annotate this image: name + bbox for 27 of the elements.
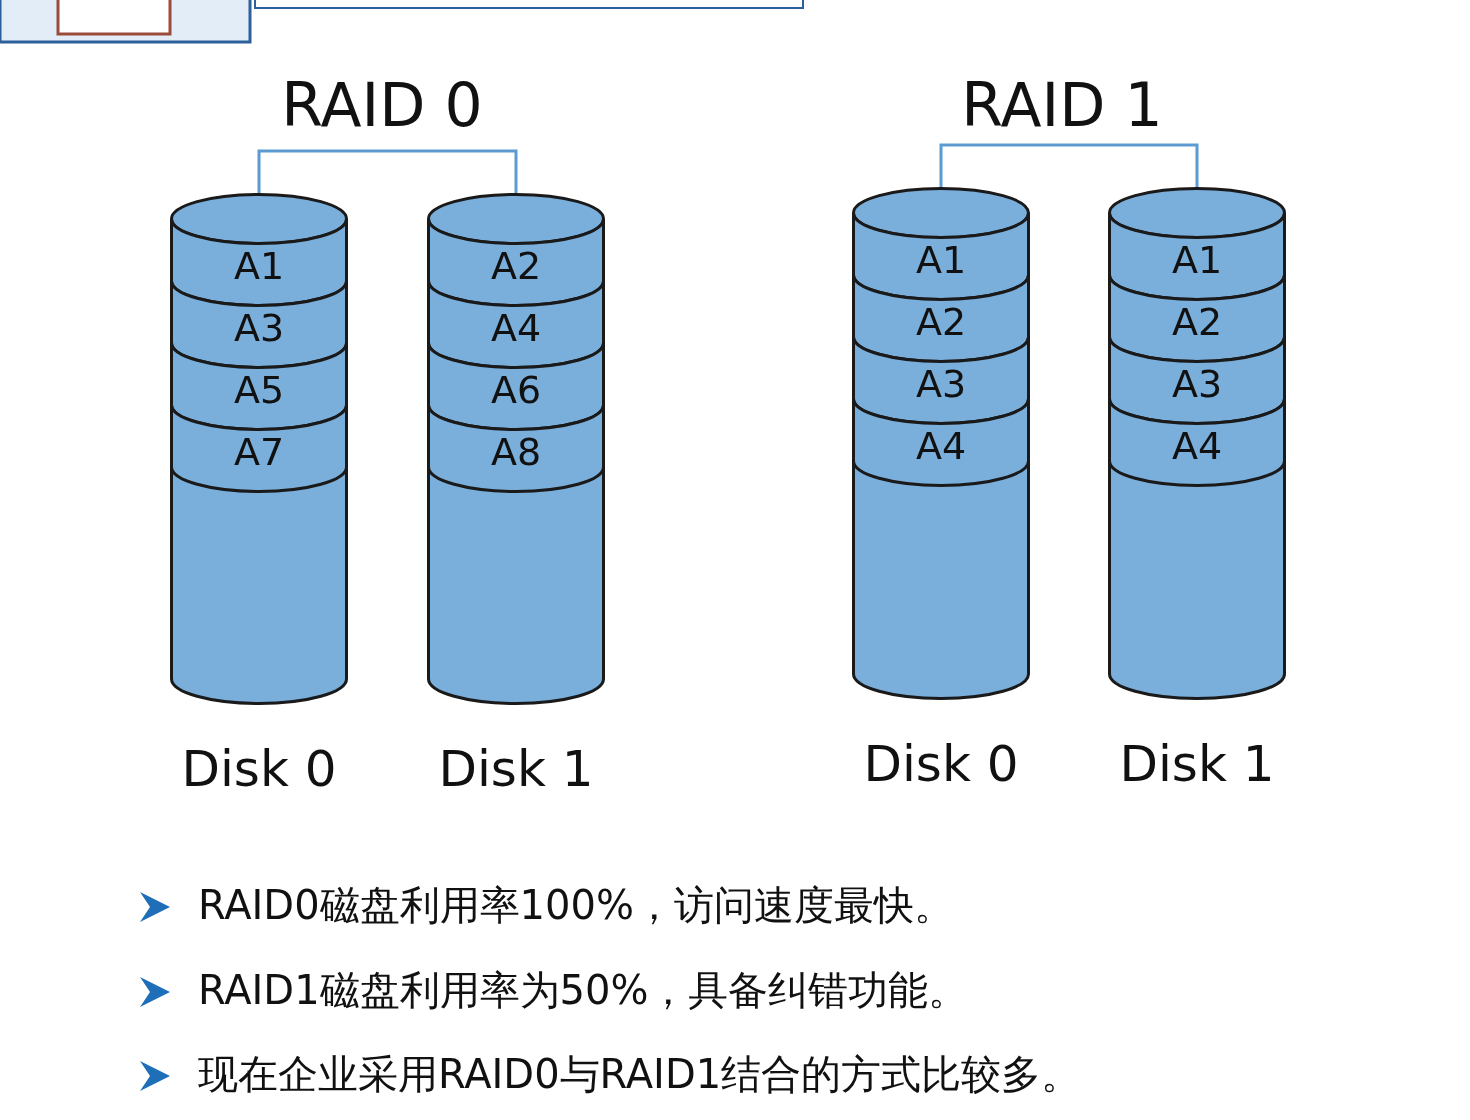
data-block: A4	[427, 281, 605, 369]
data-block: A7	[170, 405, 348, 493]
bullet-text: 现在企业采用RAID0与RAID1结合的方式比较多。	[198, 1050, 1082, 1099]
bullet-text: RAID1磁盘利用率为50%，具备纠错功能。	[198, 966, 969, 1015]
data-block: A2	[1108, 275, 1286, 363]
data-block: A3	[1108, 337, 1286, 425]
data-block: A2	[427, 219, 605, 307]
disk-label: Disk 0	[862, 735, 1020, 793]
data-block: A3	[170, 281, 348, 369]
disk-label: Disk 1	[437, 740, 595, 798]
data-block: A1	[1108, 213, 1286, 301]
data-block: A4	[1108, 399, 1286, 487]
data-block: A5	[170, 343, 348, 431]
data-block: A1	[852, 213, 1030, 301]
bullet-text: RAID0磁盘利用率100%，访问速度最快。	[198, 881, 954, 930]
disk-label: Disk 0	[180, 740, 338, 798]
data-block: A4	[852, 399, 1030, 487]
data-block: A3	[852, 337, 1030, 425]
data-block: A1	[170, 219, 348, 307]
raid-title: RAID 0	[281, 70, 483, 140]
raid-title: RAID 1	[961, 70, 1163, 140]
data-block: A2	[852, 275, 1030, 363]
connector-line	[257, 149, 518, 193]
connector-line	[939, 143, 1199, 187]
disk-label: Disk 1	[1118, 735, 1276, 793]
data-block: A8	[427, 405, 605, 493]
data-block: A6	[427, 343, 605, 431]
